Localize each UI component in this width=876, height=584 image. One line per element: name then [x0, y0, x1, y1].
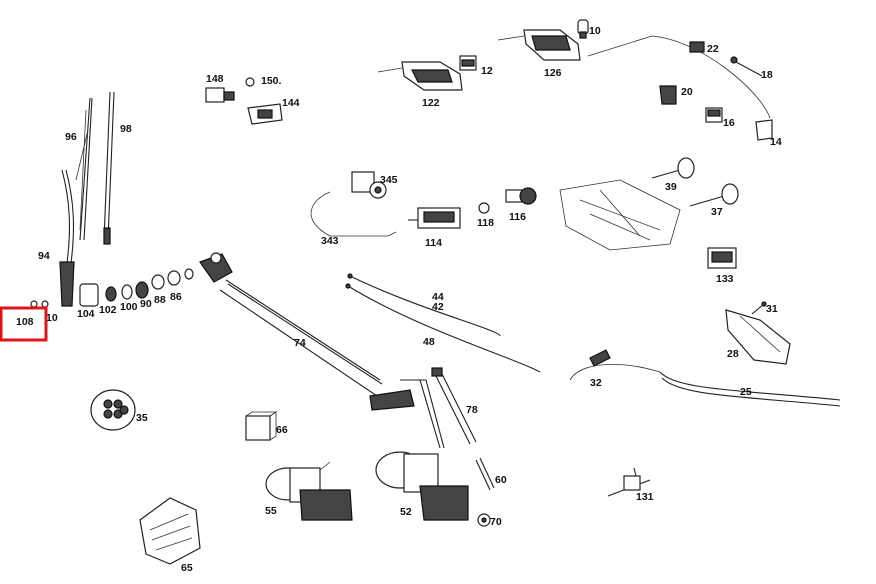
lamp-122	[377, 61, 463, 91]
label-28: 28	[727, 348, 739, 360]
label-118: 118	[477, 217, 494, 229]
label-22: 22	[707, 43, 719, 55]
label-20: 20	[681, 86, 693, 98]
label-39: 39	[665, 181, 677, 193]
plug-148	[205, 87, 235, 103]
label-102: 102	[99, 304, 117, 316]
dash-frame	[559, 179, 681, 251]
label-31: 31	[766, 303, 778, 315]
label-88: 88	[154, 294, 166, 306]
highlight-box	[0, 306, 48, 342]
washer-stack	[79, 268, 194, 307]
label-108: 108	[16, 316, 34, 328]
part-labels: 10 12 126 22 18 148 150. 144 122 20 16 1…	[38, 25, 782, 574]
label-133: 133	[716, 273, 734, 285]
screw-31	[751, 301, 767, 315]
label-122: 122	[422, 97, 440, 109]
label-131: 131	[636, 491, 654, 503]
sensor-131	[607, 467, 651, 497]
label-114: 114	[425, 237, 442, 249]
cable-25	[659, 371, 841, 407]
label-60: 60	[495, 474, 507, 486]
connector-35	[90, 389, 136, 431]
label-126: 126	[544, 67, 562, 79]
label-16: 16	[723, 117, 735, 129]
label-100: 100	[120, 301, 138, 313]
label-70: 70	[490, 516, 502, 528]
label-12: 12	[481, 65, 493, 77]
switch-114	[408, 207, 461, 229]
knob-116	[505, 187, 537, 205]
label-116: 116	[509, 211, 526, 223]
knob-37	[689, 183, 739, 207]
lever-32	[569, 349, 661, 381]
label-18: 18	[761, 69, 773, 81]
wiper-linkage-74	[199, 252, 445, 449]
switch-14	[755, 119, 773, 141]
nut-150	[245, 77, 255, 87]
label-44: 44	[432, 291, 444, 303]
label-90: 90	[140, 298, 152, 310]
label-65: 65	[181, 562, 193, 574]
switch-133	[707, 247, 737, 269]
clip-12	[459, 55, 477, 71]
socket-345	[351, 171, 387, 199]
label-104: 104	[77, 308, 95, 320]
knob-118	[478, 202, 490, 214]
bulb-10	[577, 19, 589, 39]
label-96: 96	[65, 131, 77, 143]
plug-144	[247, 103, 283, 125]
switch-16	[705, 107, 723, 123]
small-nuts-108-110	[30, 300, 49, 308]
clip-22	[689, 41, 705, 53]
wiper-blade-98	[103, 91, 115, 245]
wire-to-14	[587, 35, 771, 119]
lamp-126	[497, 29, 581, 61]
label-148: 148	[206, 73, 224, 85]
label-55: 55	[265, 505, 277, 517]
label-32: 32	[590, 377, 602, 389]
label-86: 86	[170, 291, 182, 303]
wiper-arm-94	[59, 169, 75, 307]
label-25: 25	[740, 386, 752, 398]
wiper-blade-96	[75, 97, 93, 241]
label-144: 144	[282, 97, 300, 109]
label-343: 343	[321, 235, 339, 247]
highlight-108[interactable]: 108	[0, 306, 48, 342]
label-74: 74	[294, 337, 306, 349]
label-35: 35	[136, 412, 148, 424]
lever-78	[431, 367, 477, 445]
label-94: 94	[38, 250, 50, 262]
label-10: 10	[589, 25, 601, 37]
wiper-motor-52	[375, 451, 469, 521]
label-42: 42	[432, 301, 444, 313]
label-98: 98	[120, 123, 132, 135]
label-110: 10	[46, 312, 58, 324]
wire-343	[310, 191, 397, 237]
rod-18	[730, 56, 763, 77]
label-14: 14	[770, 136, 782, 148]
cover-65	[139, 497, 201, 565]
label-150: 150.	[261, 75, 282, 87]
label-52: 52	[400, 506, 412, 518]
cables-44-42-48	[345, 273, 541, 373]
label-78: 78	[466, 404, 478, 416]
label-345: 345	[380, 174, 398, 186]
cover-28	[725, 309, 791, 365]
relay-66	[245, 411, 278, 441]
label-48: 48	[423, 336, 435, 348]
knob-39	[651, 157, 695, 179]
bracket-20	[659, 85, 677, 105]
label-37: 37	[711, 206, 723, 218]
parts-60-70	[475, 457, 495, 527]
label-66: 66	[276, 424, 288, 436]
wiper-motor-55	[265, 461, 353, 521]
